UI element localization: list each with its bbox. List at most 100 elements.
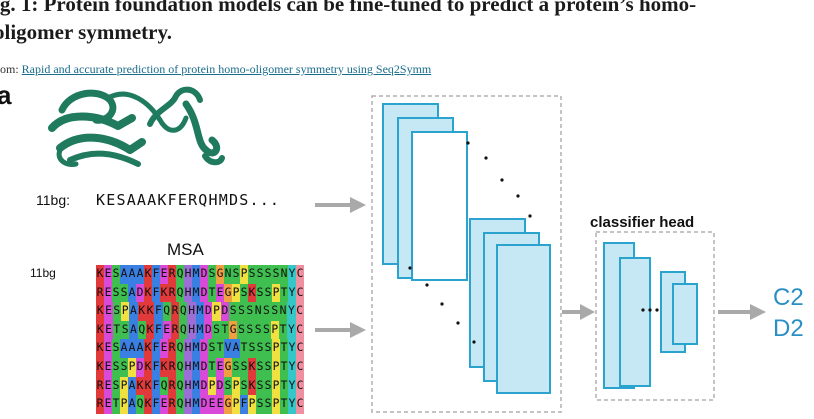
msa-residue: P xyxy=(270,320,279,340)
msa-residue: N xyxy=(224,265,232,284)
msa-residue: R xyxy=(168,357,176,377)
msa-residue: T xyxy=(112,320,121,340)
msa-residue: A xyxy=(128,283,136,303)
msa-residue: N xyxy=(280,265,288,284)
msa-residue: P xyxy=(232,376,240,396)
msa-residue: T xyxy=(280,376,288,396)
msa-residue: C xyxy=(296,339,304,358)
msa-residue: A xyxy=(129,302,138,321)
msa-residue: G xyxy=(224,357,232,377)
msa-residue: E xyxy=(104,395,112,414)
msa-residue: S xyxy=(245,302,254,321)
msa-residue: C xyxy=(295,302,304,321)
msa-residue: T xyxy=(280,395,288,414)
msa-residue: P xyxy=(272,357,280,377)
msa-residue: D xyxy=(200,339,208,358)
msa-residue: K xyxy=(96,320,105,340)
msa-residue: P xyxy=(232,283,240,303)
msa-residue: A xyxy=(128,339,136,358)
msa-residue: D xyxy=(200,395,208,414)
encoder-dots xyxy=(408,141,532,344)
msa-residue: A xyxy=(120,265,128,284)
msa-residue: A xyxy=(136,339,144,358)
msa-residue: Q xyxy=(136,395,144,414)
msa-residue: P xyxy=(232,395,240,414)
msa-residue: S xyxy=(112,339,120,358)
msa-residue: E xyxy=(104,283,112,303)
msa-residue: E xyxy=(216,357,224,377)
msa-residue: P xyxy=(208,376,216,396)
output-classes: C2 D2 xyxy=(773,282,804,344)
msa-residue: F xyxy=(240,395,248,414)
msa-residue: S xyxy=(112,376,120,396)
msa-residue: S xyxy=(112,283,120,303)
msa-residue: H xyxy=(184,283,192,303)
msa-residue: S xyxy=(256,283,264,303)
msa-residue: E xyxy=(216,395,224,414)
msa-residue: K xyxy=(144,339,152,358)
msa-residue: Y xyxy=(288,357,296,377)
msa-residue: E xyxy=(104,320,113,340)
msa-residue: D xyxy=(200,265,208,284)
msa-residue: P xyxy=(272,395,280,414)
msa-residue: A xyxy=(128,395,136,414)
msa-residue: P xyxy=(240,265,248,284)
msa-residue: S xyxy=(237,302,246,321)
msa-residue: C xyxy=(295,320,304,340)
msa-residue: S xyxy=(256,339,264,358)
source-article-link[interactable]: Rapid and accurate prediction of protein… xyxy=(21,62,432,76)
msa-residue: C xyxy=(296,376,304,396)
msa-residue: H xyxy=(184,265,192,284)
msa-residue: R xyxy=(96,283,104,303)
msa-residue: T xyxy=(280,339,288,358)
msa-residue: T xyxy=(216,339,224,358)
msa-residue: K xyxy=(96,302,105,321)
msa-residue: T xyxy=(112,395,120,414)
msa-residue: M xyxy=(192,376,200,396)
msa-residue: T xyxy=(278,320,288,340)
classifier-dots xyxy=(641,308,659,312)
msa-residue: A xyxy=(232,339,240,358)
msa-residue: E xyxy=(104,376,112,396)
panel-label: a xyxy=(0,80,12,110)
msa-residue: D xyxy=(200,376,208,396)
msa-residue: S xyxy=(224,376,232,396)
msa-residue: M xyxy=(192,283,200,303)
msa-residue: R xyxy=(168,265,176,284)
msa-residue: E xyxy=(104,339,112,358)
msa-residue: K xyxy=(145,302,155,321)
msa-residue: F xyxy=(154,302,163,321)
msa-residue: E xyxy=(160,395,168,414)
msa-residue: K xyxy=(248,357,256,377)
msa-residue: K xyxy=(144,357,152,377)
msa-residue: P xyxy=(212,302,221,321)
msa-residue: T xyxy=(208,357,216,377)
encoder-layer-6 xyxy=(496,244,551,394)
msa-residue: S xyxy=(120,283,128,303)
msa-title: MSA xyxy=(167,240,204,259)
msa-residue: Q xyxy=(176,265,184,284)
msa-residue: H xyxy=(184,357,192,377)
msa-residue: S xyxy=(237,320,246,340)
msa-residue: D xyxy=(136,357,144,377)
msa-residue: A xyxy=(136,265,144,284)
msa-residue: A xyxy=(128,265,136,284)
msa-residue: S xyxy=(262,320,271,340)
msa-residue: P xyxy=(120,376,128,396)
msa-residue: T xyxy=(280,283,288,303)
msa-residue: E xyxy=(104,357,112,377)
msa-residue: M xyxy=(192,357,200,377)
msa-residue: Y xyxy=(288,339,296,358)
msa-residue: K xyxy=(144,395,152,414)
msa-residue: S xyxy=(208,265,216,284)
msa-residue: S xyxy=(256,376,264,396)
msa-residue: R xyxy=(168,376,176,396)
classifier-layers xyxy=(603,242,698,389)
msa-residue: K xyxy=(160,357,168,377)
msa-residue: E xyxy=(162,320,171,340)
msa-residue: P xyxy=(120,395,128,414)
msa-residue: D xyxy=(200,357,208,377)
